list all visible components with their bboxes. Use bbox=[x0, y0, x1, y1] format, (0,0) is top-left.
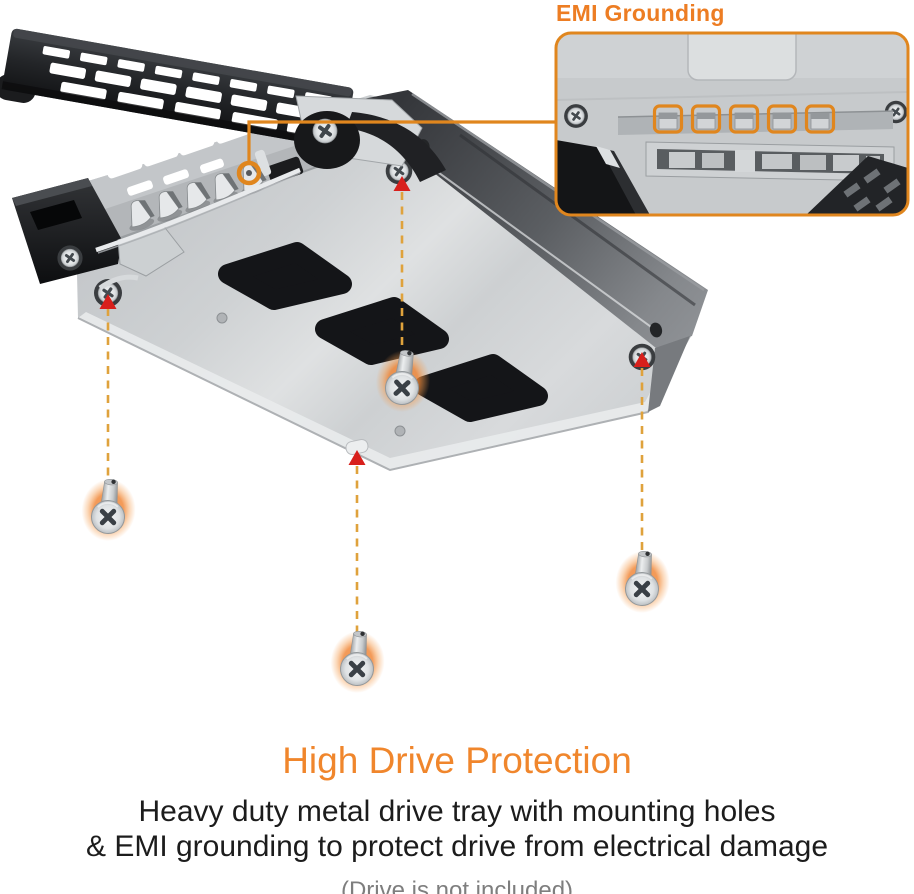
drive-vent-cutouts bbox=[218, 242, 548, 422]
inset-latch-corner bbox=[556, 140, 650, 215]
tray-vent-cutout bbox=[218, 242, 352, 310]
handle-hinge bbox=[294, 95, 446, 182]
lip-vent-slots bbox=[105, 122, 250, 196]
feature-description-line2: & EMI grounding to protect drive from el… bbox=[85, 830, 829, 863]
mounting-screw-icon bbox=[612, 547, 674, 617]
inset-clip-highlight-boxes bbox=[652, 104, 836, 134]
inset-slotted-frame bbox=[645, 141, 895, 182]
emi-grounding-inset bbox=[554, 31, 910, 217]
drive-tray-product bbox=[0, 28, 708, 472]
feature-description-line1: Heavy duty metal drive tray with mountin… bbox=[138, 795, 776, 828]
tray-latch bbox=[12, 167, 301, 291]
mounting-holes bbox=[93, 157, 656, 456]
mounting-screw-icon bbox=[78, 475, 140, 545]
tray-vent-cutout bbox=[414, 354, 548, 422]
callout-leader-line bbox=[247, 120, 557, 163]
callout-circle-marker bbox=[236, 160, 262, 186]
mounting-screw-icon bbox=[327, 627, 389, 697]
inset-tray-cutout bbox=[687, 33, 797, 81]
drive-not-included-note: (Drive is not included) bbox=[340, 877, 574, 894]
feature-title: High Drive Protection bbox=[282, 740, 632, 781]
tray-vent-cutout bbox=[315, 297, 449, 365]
annotations bbox=[78, 120, 674, 697]
inset-border bbox=[554, 31, 910, 217]
latch-screw bbox=[56, 244, 84, 272]
inset-rail-corner bbox=[806, 156, 908, 215]
emi-grounding-label: EMI Grounding bbox=[556, 0, 725, 26]
inset-screw bbox=[563, 103, 589, 129]
red-arrow-icon bbox=[99, 294, 117, 309]
grounding-hole bbox=[246, 170, 252, 176]
red-arrow-icon bbox=[393, 176, 411, 191]
inset-clips bbox=[658, 112, 830, 130]
red-arrow-icon bbox=[348, 450, 366, 465]
footer-text: High Drive Protection Heavy duty metal d… bbox=[0, 740, 914, 894]
red-arrow-icon bbox=[633, 352, 651, 367]
